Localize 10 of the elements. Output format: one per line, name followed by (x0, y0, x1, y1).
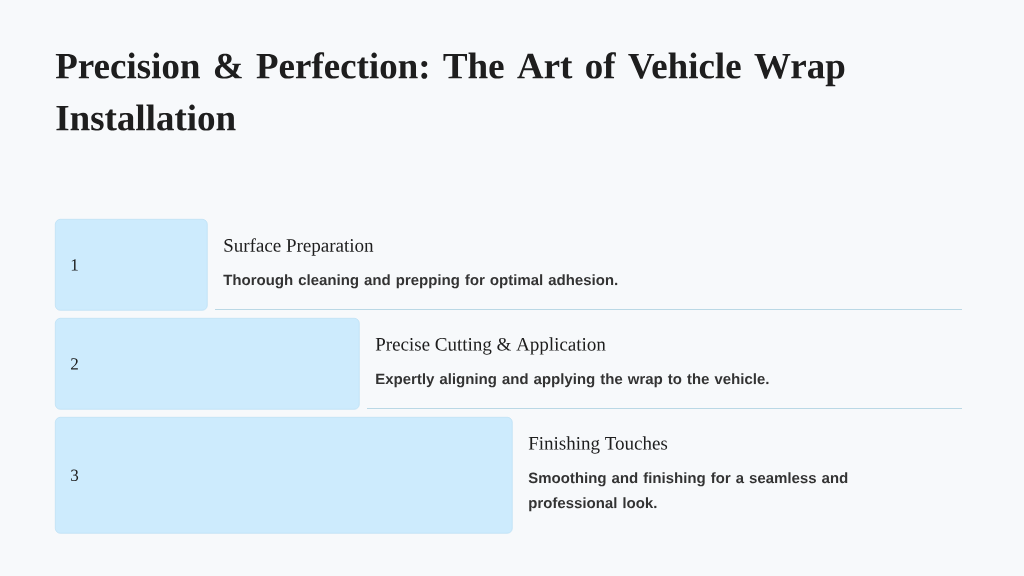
step-heading: Surface Preparation (224, 238, 374, 256)
step-heading: Precise Cutting & Application (375, 337, 606, 355)
step-description: Thorough cleaning and prepping for optimal adhesion. (223, 274, 618, 289)
title: Precision & Perfection: The Art of Vehicle Wrap Installation (55, 52, 845, 131)
step-box: 3 (55, 417, 513, 534)
step-description: Smoothing and finishing for a seamless and professional look. (528, 472, 848, 512)
step-description: Expertly aligning and applying the wrap to the vehicle. (376, 373, 769, 388)
step-box: 1 (55, 219, 208, 311)
step-heading: Finishing Touches (528, 436, 668, 454)
step-box: 2 (55, 318, 360, 410)
